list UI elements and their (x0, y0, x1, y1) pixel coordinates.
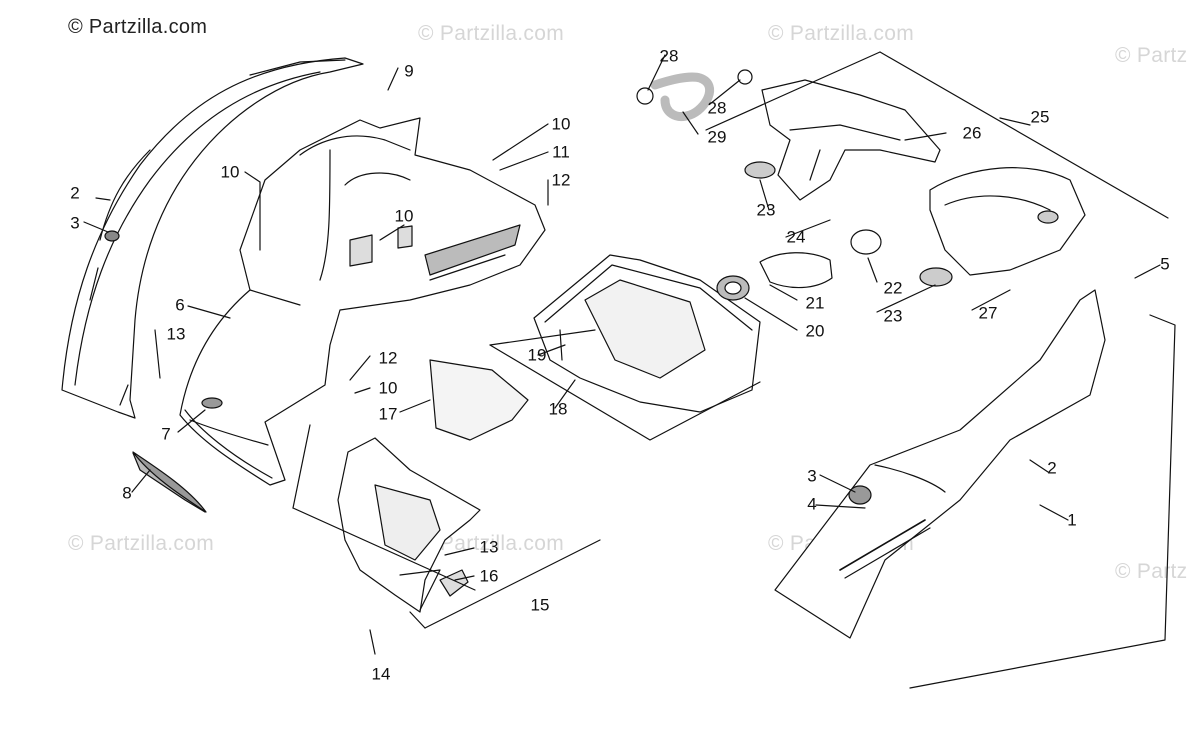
callout-26: 26 (962, 123, 982, 143)
grommet-drawing (919, 267, 953, 287)
callout-17: 17 (378, 404, 398, 424)
callout-28: 28 (707, 98, 727, 118)
callout-2: 2 (70, 183, 80, 203)
callout-6: 6 (175, 295, 185, 315)
watermark: © Partz (1115, 560, 1188, 583)
shield-drawing (429, 359, 529, 441)
callout-2: 2 (1047, 458, 1057, 478)
callout-25: 25 (1030, 107, 1050, 127)
intake-upper-drawing (761, 79, 1086, 276)
callout-27: 27 (978, 303, 998, 323)
callout-12: 12 (551, 170, 571, 190)
callout-10: 10 (394, 206, 414, 226)
watermark-main: © Partzilla.com (68, 16, 208, 38)
air-box-tray-drawing (533, 254, 761, 413)
right-side-panel-drawing (774, 289, 1106, 639)
callout-23: 23 (756, 200, 776, 220)
callout-21: 21 (805, 293, 825, 313)
callout-11: 11 (552, 142, 570, 162)
callout-9: 9 (404, 61, 414, 81)
callout-12: 12 (378, 348, 398, 368)
callout-8: 8 (122, 483, 132, 503)
grommet-drawing (744, 161, 776, 179)
callout-29: 29 (707, 127, 727, 147)
callout-13: 13 (166, 324, 186, 344)
callout-10: 10 (551, 114, 571, 134)
callout-28: 28 (659, 46, 679, 66)
clamp-drawing (850, 229, 882, 255)
callout-19: 19 (527, 345, 547, 365)
hose-drawing (650, 72, 715, 121)
callout-3: 3 (70, 213, 80, 233)
lower-nose-drawing (337, 437, 481, 613)
callout-15: 15 (530, 595, 550, 615)
callout-13: 13 (479, 537, 499, 557)
callout-3: 3 (807, 466, 817, 486)
callout-23: 23 (883, 306, 903, 326)
callout-20: 20 (805, 321, 825, 341)
callout-22: 22 (883, 278, 903, 298)
watermark: © Partz (1115, 44, 1188, 67)
watermark: © Partzilla.com (418, 532, 565, 555)
intake-boot-drawing (759, 252, 833, 289)
left-side-trim-drawing (61, 57, 364, 419)
hood-drawing (179, 117, 546, 486)
callout-10: 10 (220, 162, 240, 182)
bracket-25 (879, 51, 1169, 219)
callout-4: 4 (807, 494, 817, 514)
watermark: © Partzilla.com (768, 22, 915, 45)
watermark: © Partzilla.com (418, 22, 565, 45)
callout-10: 10 (378, 378, 398, 398)
callout-24: 24 (786, 227, 806, 247)
callout-5: 5 (1160, 254, 1170, 274)
callout-16: 16 (479, 566, 499, 586)
callout-1: 1 (1067, 510, 1077, 530)
callout-14: 14 (371, 664, 391, 684)
watermark: © Partzilla.com (68, 532, 215, 555)
callout-18: 18 (548, 399, 568, 419)
callout-7: 7 (161, 424, 171, 444)
